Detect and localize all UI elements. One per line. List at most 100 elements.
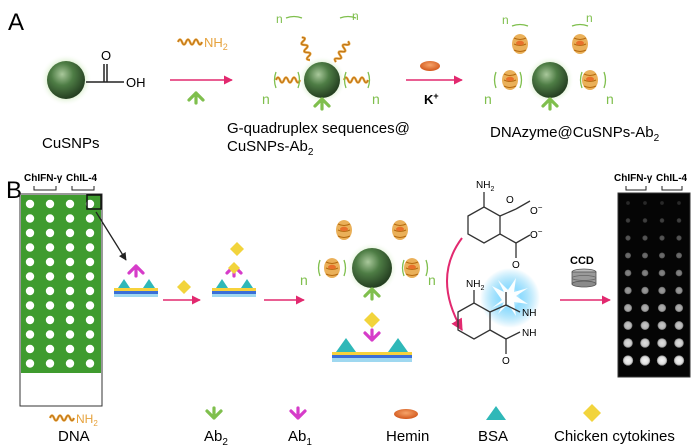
chip-well — [25, 315, 35, 325]
chip-well — [85, 344, 95, 354]
ccd-image-chip — [617, 192, 691, 378]
ccd-spot — [641, 252, 649, 259]
chip-well — [65, 344, 75, 354]
ccd-spot — [676, 235, 682, 241]
ccd-spot — [675, 286, 683, 295]
ccd-label: CCD — [570, 255, 594, 267]
legend-bsa-icon — [486, 406, 506, 420]
ccd-spot — [625, 235, 631, 241]
n-label: n — [502, 13, 509, 27]
step2-surface — [212, 262, 256, 297]
nh2-reagent-label: NH2 — [204, 35, 228, 52]
chip-well — [25, 214, 35, 223]
repeat-brackets — [273, 15, 371, 89]
chip-well — [85, 301, 95, 310]
nh2-label: NH2 — [466, 279, 484, 292]
o-minus-label: O− — [530, 227, 543, 241]
legend-cytokines-label: Chicken cytokines — [554, 428, 675, 445]
chip-well — [85, 257, 95, 267]
chip-well — [25, 330, 35, 339]
chip-well — [65, 301, 75, 310]
carboxyl-o-label: O — [101, 48, 111, 63]
legend-hemin-icon — [394, 409, 418, 419]
chip-well — [65, 272, 75, 281]
cusnp-nanoparticle-icon — [40, 54, 92, 106]
gq-label-line2: CuSNPs-Ab2 — [227, 138, 314, 158]
legend: NH2 DNA Ab2 Ab1 Hemin BSA Chicken cytoki… — [48, 404, 675, 446]
chemiluminescence-glow-icon — [480, 268, 540, 328]
chip-well — [85, 243, 95, 252]
hemin-icon — [420, 61, 440, 71]
o-label: O — [502, 356, 510, 367]
chip-well — [25, 199, 35, 209]
chip-label-ifn: ChIFN-γ — [24, 173, 63, 184]
chip-well — [65, 359, 75, 368]
gq-label-line1: G-quadruplex sequences@ — [227, 120, 410, 137]
k-plus-label: K+ — [424, 91, 439, 107]
chip-well — [25, 344, 35, 354]
ccd-spot — [660, 201, 664, 205]
chip-well — [65, 330, 75, 339]
chip-well — [45, 214, 55, 223]
ccd-spot — [675, 269, 683, 277]
ccd-spot — [657, 321, 667, 330]
ccd-spot — [625, 218, 631, 223]
ccd-spot — [626, 201, 630, 205]
chip-well — [45, 257, 55, 267]
chip-well — [65, 243, 75, 252]
ccd-spot — [642, 218, 648, 223]
chip-well — [45, 199, 55, 209]
ccd-camera-icon — [571, 268, 597, 288]
ccd-spot — [622, 355, 634, 366]
zoom-arrow-icon — [95, 211, 127, 261]
n-label: n — [484, 91, 492, 107]
ccd-spot — [658, 252, 666, 259]
n-label: n — [276, 12, 283, 26]
ccd-spot — [643, 201, 647, 205]
legend-bsa-label: BSA — [478, 428, 508, 445]
chip-well — [85, 199, 95, 209]
ccd-spot — [640, 321, 650, 330]
n-label: n — [606, 91, 614, 107]
ccd-spot — [623, 321, 633, 330]
ccd-spot — [676, 218, 682, 223]
out-label-brackets — [625, 186, 683, 191]
ccd-spot — [641, 286, 649, 295]
ccd-spot — [659, 235, 665, 241]
ccd-spot — [656, 355, 668, 366]
chip-label-il4: ChIL-4 — [66, 173, 98, 184]
n-label: n — [262, 91, 270, 107]
dnazyme-nanoparticle-icon — [501, 33, 599, 111]
ccd-spot — [641, 269, 649, 277]
ccd-spot — [623, 303, 633, 313]
legend-ab1-label: Ab1 — [288, 428, 312, 446]
legend-ab1-icon — [289, 406, 307, 420]
ccd-spot — [673, 355, 685, 366]
ccd-spot — [639, 355, 651, 366]
ccd-spot — [642, 235, 648, 241]
ccd-image-spots — [622, 201, 685, 366]
chip-well — [85, 359, 95, 368]
n-label: n — [352, 9, 359, 23]
ccd-spot — [640, 303, 650, 313]
chip-zoom-box — [86, 194, 102, 210]
chip-well — [25, 301, 35, 310]
chip-well — [25, 228, 35, 238]
legend-ab2-icon — [205, 406, 223, 420]
ccd-spot — [658, 286, 666, 295]
repeat-brackets — [493, 23, 607, 89]
substrate-molecule — [467, 192, 531, 258]
out-label-ifn: ChIFN-γ — [614, 173, 653, 184]
chip-well — [45, 344, 55, 354]
chip-wells — [25, 199, 95, 368]
n-label: n — [428, 272, 436, 288]
chip-well — [45, 330, 55, 339]
dnazyme-label: DNAzyme@CuSNPs-Ab2 — [490, 124, 660, 144]
legend-ab2-label: Ab2 — [204, 428, 228, 446]
chip-well — [85, 272, 95, 281]
legend-dna-icon — [48, 414, 76, 422]
chip-well — [85, 330, 95, 339]
ccd-spot — [674, 338, 684, 348]
ccd-spot — [624, 286, 632, 295]
